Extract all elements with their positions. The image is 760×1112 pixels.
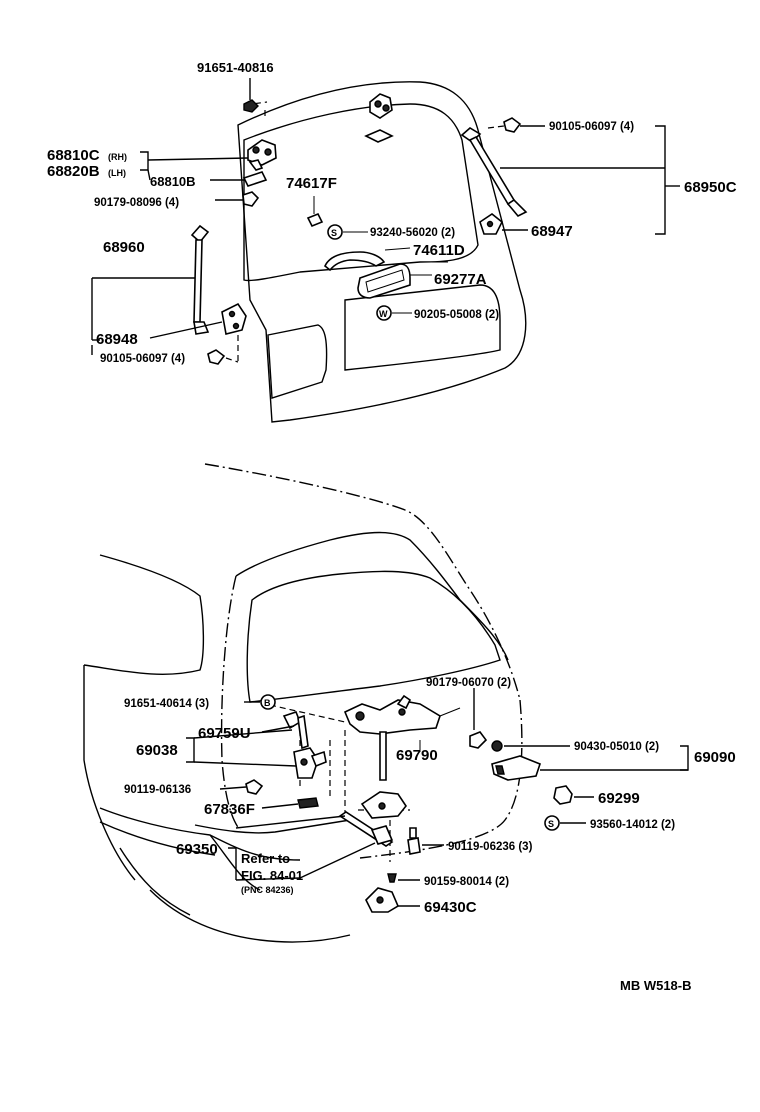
label-90159-80014: 90159-80014 (2): [424, 876, 509, 888]
screw-90159-80014: [387, 873, 397, 883]
bracket-68948: [221, 302, 247, 335]
label-68960: 68960: [103, 239, 145, 256]
cushion-69299: [553, 785, 573, 805]
label-68810C: 68810C: [47, 147, 100, 164]
label-69350: 69350: [176, 841, 218, 858]
hinge-68810C: [247, 139, 277, 171]
svg-text:S: S: [548, 819, 554, 829]
label-69277A: 69277A: [434, 271, 487, 288]
hinge-center-top: [364, 93, 394, 143]
stay-damper-left-68960: [190, 224, 210, 335]
screw-93560-14012: S: [544, 815, 560, 831]
label-90205-05008: 90205-05008 (2): [414, 309, 499, 321]
clip-74617F: [306, 196, 324, 228]
label-rh: (RH): [108, 152, 127, 162]
label-lh: (LH): [108, 168, 126, 178]
label-90105-06097-right: 90105-06097 (4): [549, 121, 634, 133]
lock-69790: [343, 694, 461, 781]
label-90179-06070: 90179-06070 (2): [426, 677, 511, 689]
bolt-90119-06236: [407, 827, 421, 855]
link-69759U: [282, 711, 309, 750]
label-90430-05010: 90430-05010 (2): [574, 741, 659, 753]
handle-69090: [491, 755, 541, 781]
label-68810B: 68810B: [150, 174, 196, 189]
label-90119-06136: 90119-06136: [124, 784, 191, 796]
label-refer-to: Refer to: [241, 851, 290, 866]
lock-assy-center: [360, 791, 407, 819]
bolt-90105-06097-right: [487, 117, 522, 133]
label-69759U: 69759U: [198, 725, 251, 742]
bolt-90105-06097-left: [207, 335, 239, 365]
screw-93240-56020: S: [327, 224, 368, 240]
bolt-91651-40614: B: [260, 694, 276, 710]
label-69790: 69790: [396, 747, 438, 764]
svg-text:S: S: [331, 228, 337, 238]
bracket-68947: [479, 213, 504, 235]
bolt-90179-08096: [242, 191, 260, 207]
label-93560-14012: 93560-14012 (2): [590, 819, 675, 831]
label-69090: 69090: [694, 749, 736, 766]
label-90105-06097-left: 90105-06097 (4): [100, 353, 185, 365]
rod-69350: [338, 811, 394, 847]
hinge-68810B: [242, 171, 268, 187]
washer-90430-05010: [491, 740, 503, 752]
bolt-91651-40816: [243, 78, 259, 113]
label-90179-08096: 90179-08096 (4): [94, 197, 179, 209]
bolt-90179-06070: [469, 731, 488, 749]
bolt-90119-06136: [245, 779, 264, 795]
lamp-69277A: [357, 263, 432, 299]
svg-text:B: B: [264, 698, 271, 708]
top-leader-lines: [91, 125, 680, 355]
label-67836F: 67836F: [204, 801, 255, 818]
label-74617F: 74617F: [286, 175, 337, 192]
label-69430C: 69430C: [424, 899, 477, 916]
screw-90205-05008: W: [376, 305, 392, 321]
label-68948: 68948: [96, 331, 138, 348]
label-91651-40614: 91651-40614 (3): [124, 698, 209, 710]
label-74611D: 74611D: [413, 242, 465, 259]
label-refer-fig: FIG. 84-01: [241, 868, 303, 883]
label-93240-56020: 93240-56020 (2): [370, 227, 455, 239]
handle-74611D: [324, 247, 411, 272]
label-90119-06236: 90119-06236 (3): [448, 841, 533, 853]
control-69038: [293, 747, 327, 779]
drawing-code: MB W518-B: [620, 978, 692, 993]
vehicle-rear-body: [83, 463, 523, 943]
stay-damper-right-68950C: [460, 127, 528, 217]
bottom-leader-lines: [186, 688, 689, 907]
striker-69430C: [365, 887, 400, 913]
cushion-67836F: [297, 797, 319, 809]
label-69038: 69038: [136, 742, 178, 759]
label-68947: 68947: [531, 223, 573, 240]
svg-text:W: W: [379, 309, 388, 319]
label-68950C: 68950C: [684, 179, 737, 196]
label-69299: 69299: [598, 790, 640, 807]
label-68820B: 68820B: [47, 163, 100, 180]
label-refer-pnc: (PNC 84236): [241, 885, 294, 895]
label-91651-40816: 91651-40816: [197, 60, 274, 75]
